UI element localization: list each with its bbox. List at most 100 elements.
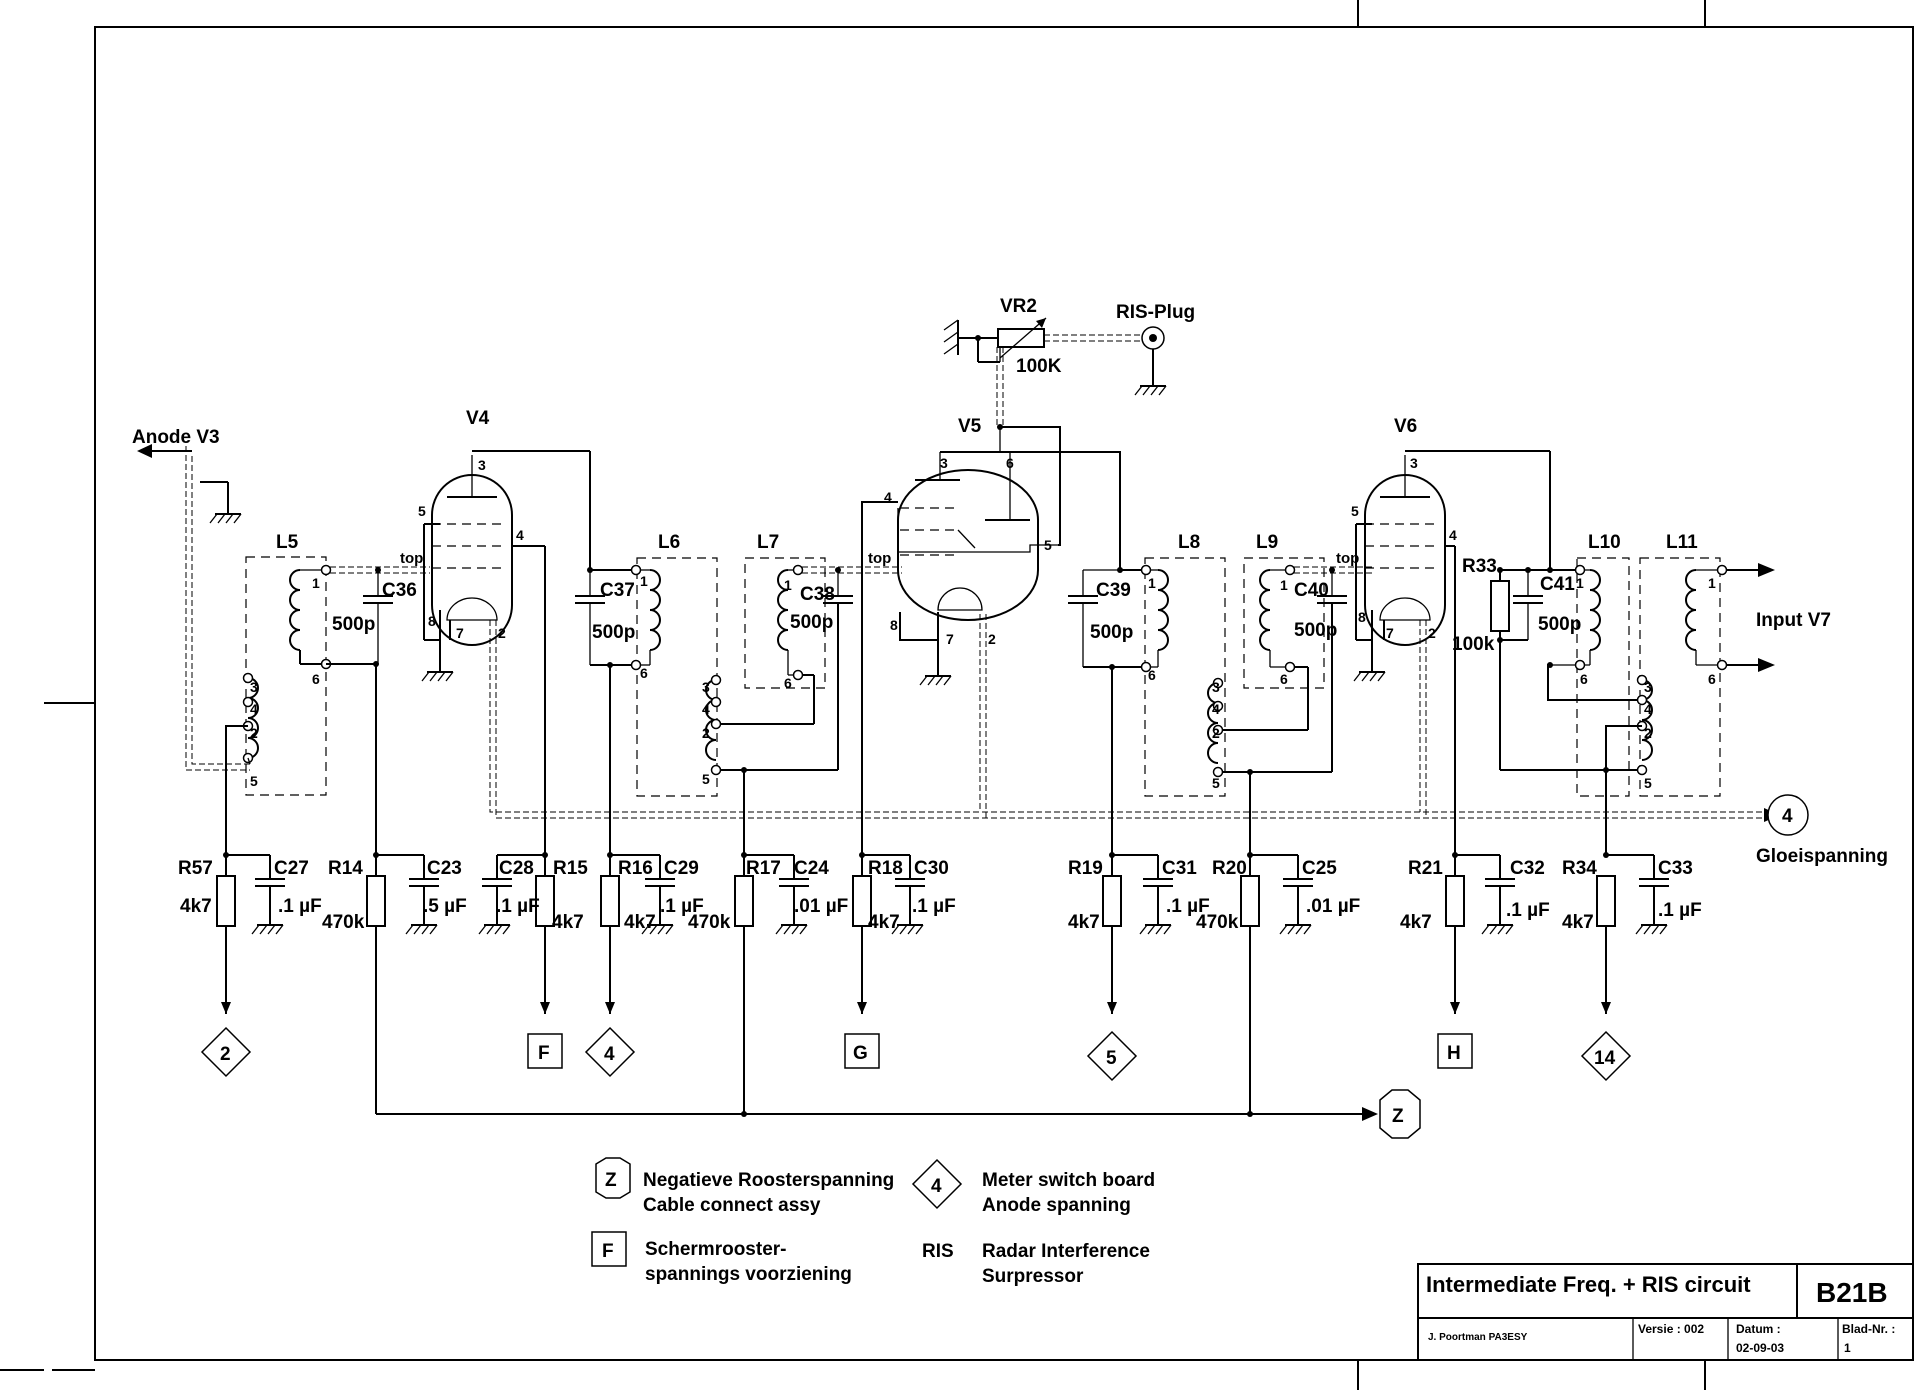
legend: Z Negatieve Roosterspanning Cable connec… — [591, 1157, 1155, 1287]
c40-value: 500p — [1294, 620, 1337, 641]
coil-l9: L9 1 6 — [1243, 532, 1325, 689]
connector-G[interactable]: G — [844, 1033, 880, 1069]
svg-text:3: 3 — [702, 679, 710, 695]
svg-text:2: 2 — [220, 1044, 231, 1065]
svg-text:4: 4 — [1782, 806, 1793, 827]
connector-14[interactable]: 14 — [1580, 1030, 1632, 1082]
c36-label: C36 — [382, 580, 417, 601]
svg-text:Radar Interference: Radar Interference — [982, 1241, 1150, 1262]
r18-label: R18 — [868, 858, 903, 879]
svg-text:2: 2 — [1212, 725, 1220, 741]
svg-text:3: 3 — [1410, 455, 1418, 471]
svg-text:2: 2 — [250, 725, 258, 741]
svg-text:top: top — [400, 550, 423, 567]
connector-2[interactable]: 2 — [200, 1026, 252, 1078]
connector-H[interactable]: H — [1437, 1033, 1473, 1069]
coil-l6: L6 1 6 3 4 2 5 — [630, 532, 722, 797]
coil-l5: L5 1 6 3 4 2 5 — [242, 532, 332, 796]
r33-label: R33 — [1462, 556, 1497, 577]
drawing-title: Intermediate Freq. + RIS circuit — [1426, 1272, 1751, 1297]
legend-z: Z Negatieve Roosterspanning Cable connec… — [595, 1157, 894, 1216]
svg-text:4: 4 — [1644, 701, 1652, 717]
sheet-code: B21B — [1816, 1277, 1888, 1308]
c38-value: 500p — [790, 612, 833, 633]
connector-5[interactable]: 5 — [1086, 1030, 1138, 1082]
r20-value: 470k — [1196, 912, 1239, 933]
r14-label: R14 — [328, 858, 363, 879]
date-value: 02-09-03 — [1736, 1341, 1784, 1355]
svg-text:5: 5 — [1351, 503, 1359, 519]
r18-value: 4k7 — [868, 912, 900, 933]
c38-label: C38 — [800, 584, 835, 605]
svg-text:6: 6 — [640, 665, 648, 681]
svg-text:8: 8 — [890, 617, 898, 633]
coil-l7: L7 1 6 — [744, 532, 826, 691]
gloeispanning-label: Gloeispanning — [1756, 846, 1888, 867]
input-v7-label: Input V7 — [1756, 610, 1831, 631]
svg-text:1: 1 — [784, 577, 792, 593]
c28-label: C28 — [499, 858, 534, 879]
l11-label: L11 — [1666, 532, 1698, 553]
svg-text:5: 5 — [418, 503, 426, 519]
l6-label: L6 — [658, 532, 680, 553]
svg-text:8: 8 — [428, 613, 436, 629]
tube-v4: V4 3 5 4 8 7 2 top — [400, 408, 524, 646]
r57-value: 4k7 — [180, 896, 212, 917]
ris-plug-label: RIS-Plug — [1116, 302, 1195, 323]
c39-label: C39 — [1096, 580, 1131, 601]
anode-v3-input: Anode V3 — [132, 427, 250, 771]
svg-text:spannings voorziening: spannings voorziening — [645, 1264, 852, 1285]
date-label: Datum : — [1736, 1322, 1781, 1336]
r15-value: 4k7 — [552, 912, 584, 933]
svg-text:14: 14 — [1594, 1048, 1616, 1069]
svg-text:3: 3 — [1644, 679, 1652, 695]
connector-4[interactable]: 4 — [584, 1026, 636, 1078]
c24-value: .01 µF — [794, 896, 848, 917]
l9-label: L9 — [1256, 532, 1278, 553]
svg-text:5: 5 — [1644, 775, 1652, 791]
svg-text:Z: Z — [605, 1170, 617, 1191]
svg-text:5: 5 — [1044, 537, 1052, 553]
c37-label: C37 — [600, 580, 635, 601]
svg-text:3: 3 — [478, 457, 486, 473]
svg-text:7: 7 — [456, 625, 464, 641]
svg-text:4: 4 — [1212, 701, 1220, 717]
r19-label: R19 — [1068, 858, 1103, 879]
connector-Z[interactable]: Z — [1379, 1089, 1421, 1139]
coil-l11: L11 1 6 3 4 2 5 — [1636, 532, 1728, 797]
r17-value: 470k — [688, 912, 731, 933]
l7-label: L7 — [757, 532, 779, 553]
vr2-value: 100K — [1016, 356, 1062, 377]
l10-label: L10 — [1588, 532, 1621, 553]
connector-4-gloeispanning[interactable]: 4 — [1767, 794, 1809, 836]
legend-f: F Schermrooster- spannings voorziening — [591, 1231, 852, 1285]
svg-text:6: 6 — [1006, 455, 1014, 471]
c39-value: 500p — [1090, 622, 1133, 643]
r21-label: R21 — [1408, 858, 1443, 879]
author: J. Poortman PA3ESY — [1428, 1332, 1528, 1343]
svg-text:Meter switch board: Meter switch board — [982, 1170, 1155, 1191]
c31-value: .1 µF — [1166, 896, 1210, 917]
svg-text:2: 2 — [1644, 725, 1652, 741]
svg-text:6: 6 — [784, 675, 792, 691]
svg-text:Negatieve Roosterspanning: Negatieve Roosterspanning — [643, 1170, 894, 1191]
svg-text:1: 1 — [640, 573, 648, 589]
c27-value: .1 µF — [278, 896, 322, 917]
svg-text:3: 3 — [1212, 679, 1220, 695]
svg-text:1: 1 — [1708, 575, 1716, 591]
svg-text:3: 3 — [250, 679, 258, 695]
svg-text:Z: Z — [1392, 1106, 1404, 1127]
r34-value: 4k7 — [1562, 912, 1594, 933]
connector-F[interactable]: F — [527, 1033, 563, 1069]
r19-value: 4k7 — [1068, 912, 1100, 933]
r16-value: 4k7 — [624, 912, 656, 933]
tube-v6: V6 3 5 4 8 7 2 top — [1336, 416, 1457, 646]
c40-label: C40 — [1294, 580, 1329, 601]
title-block: Intermediate Freq. + RIS circuit B21B J.… — [1417, 1263, 1914, 1361]
coil-l10: L10 1 6 — [1547, 532, 1630, 797]
svg-text:4: 4 — [516, 527, 524, 543]
c37-value: 500p — [592, 622, 635, 643]
c30-value: .1 µF — [912, 896, 956, 917]
r17-label: R17 — [746, 858, 781, 879]
